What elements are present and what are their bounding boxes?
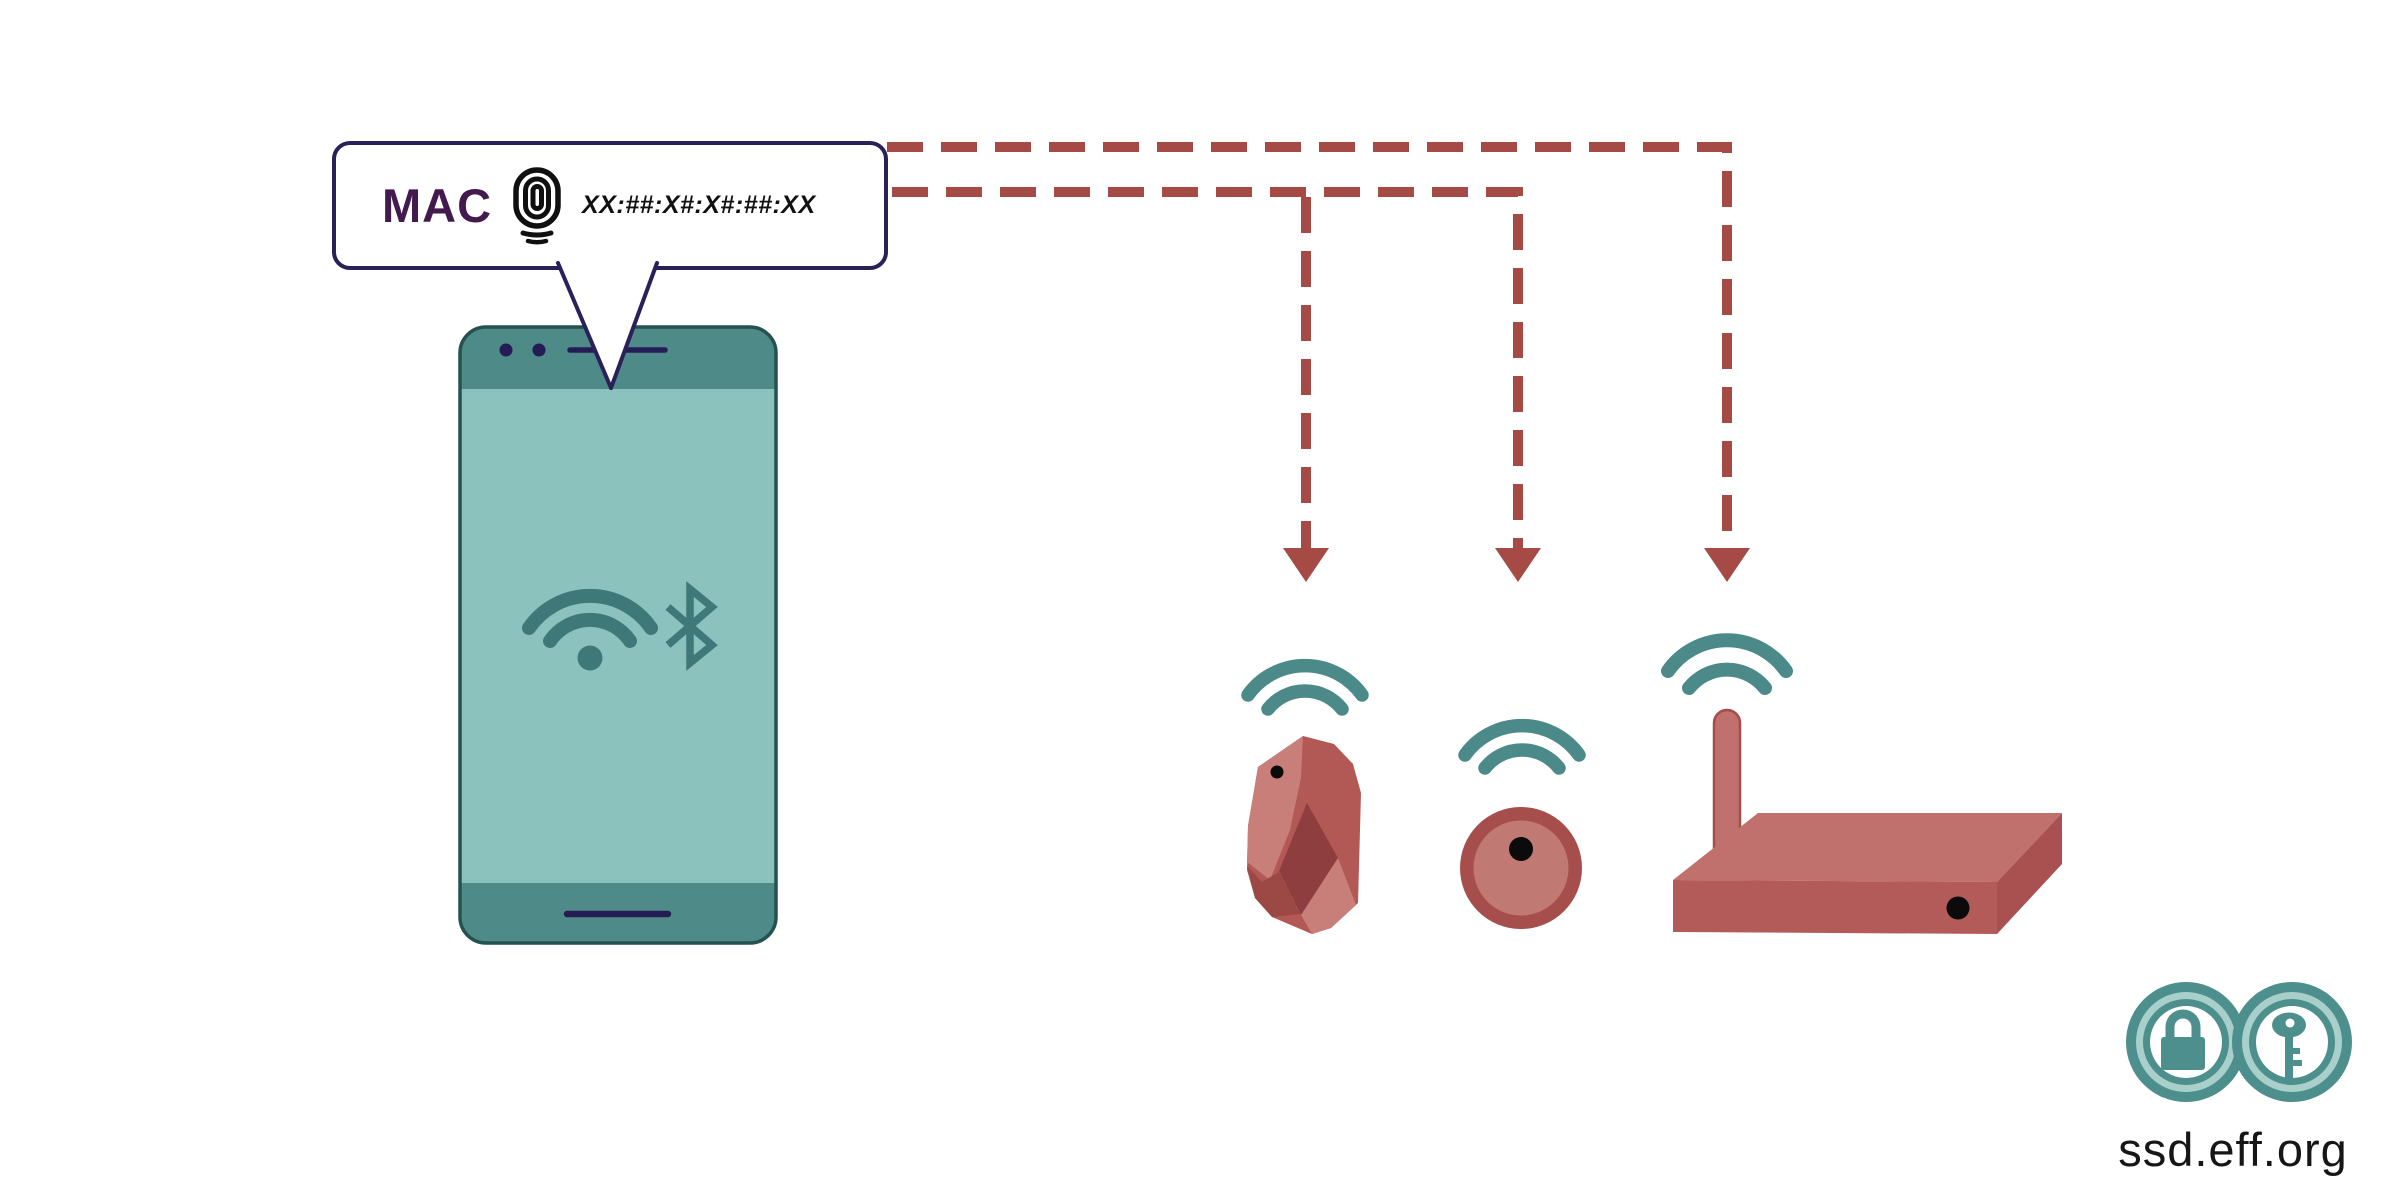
arrow-line-to-round-beacon [892, 187, 1523, 550]
bluetooth-icon [665, 581, 718, 671]
beacon-round [1460, 807, 1582, 929]
beacon-led-dot [1509, 837, 1533, 861]
arrow-head [1283, 548, 1329, 582]
dashed-arrows [887, 142, 1732, 550]
rock-facet-shadow [1247, 866, 1300, 917]
bubble-content: MAC XX:##:X#:X#:##:XX [334, 143, 886, 268]
bubble-tail [558, 260, 657, 388]
rock-facet-dark [1279, 803, 1338, 915]
arrow-line-to-router [887, 142, 1732, 550]
wifi-icon [522, 588, 658, 671]
ssd-logo [2126, 982, 2352, 1102]
ssd-url: ssd.eff.org [2118, 1123, 2348, 1176]
bubble-tail-edge [556, 261, 613, 390]
key-icon [2272, 1012, 2306, 1078]
rock-facet-light [1301, 858, 1356, 934]
router-front-face [1673, 880, 1997, 934]
arrow-head [1704, 548, 1750, 582]
mac-address-value: XX:##:X#:X#:##:XX [582, 191, 816, 219]
smartphone [458, 325, 778, 945]
round-beacon-face [1473, 820, 1569, 916]
router-side-face [1997, 813, 2062, 934]
speech-bubble [332, 141, 888, 390]
camera-dot [499, 343, 513, 357]
broadcast-waves-icon [1241, 633, 1793, 775]
arrow-heads [1283, 548, 1750, 582]
router-led-dot [1946, 896, 1970, 920]
beacon-rock [1247, 736, 1361, 934]
wifi-router [1673, 708, 2062, 934]
mac-label: MAC [382, 179, 493, 232]
beacon-led-dot [1270, 765, 1284, 779]
router-top-face [1673, 813, 2062, 882]
camera-dot [532, 343, 546, 357]
rock-facet-light [1247, 736, 1303, 880]
bubble-tail-edge [609, 261, 659, 390]
lock-icon [2161, 1009, 2205, 1070]
fingerprint-icon [513, 166, 561, 244]
arrow-head [1495, 548, 1541, 582]
